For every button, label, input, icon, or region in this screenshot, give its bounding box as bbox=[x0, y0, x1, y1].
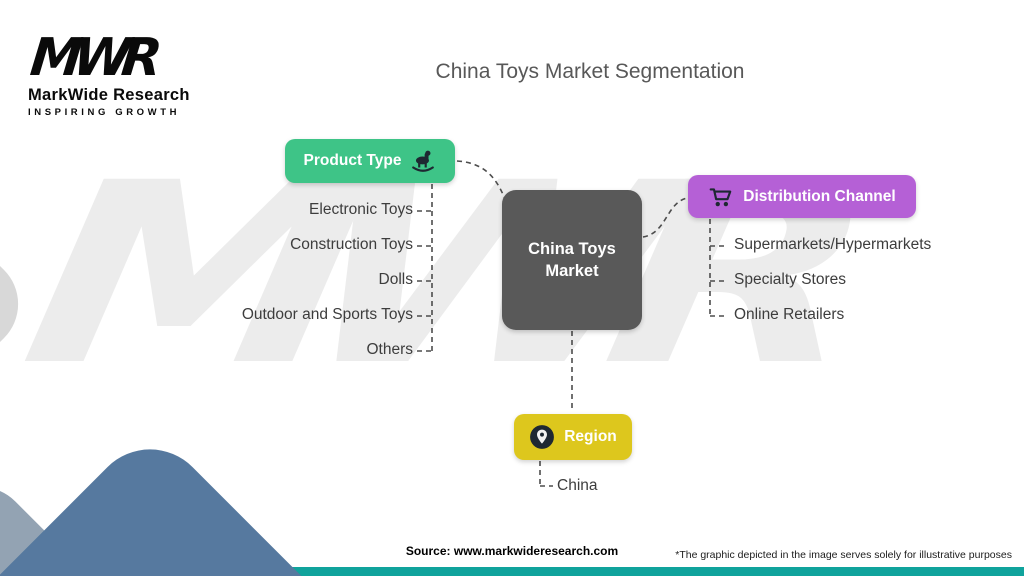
distribution-channel-item: Online Retailers bbox=[734, 306, 845, 323]
page-title: China Toys Market Segmentation bbox=[435, 60, 745, 83]
left-edge-diamond-shape bbox=[0, 106, 38, 502]
distribution-channel-item: Supermarkets/Hypermarkets bbox=[734, 236, 932, 253]
center-node-line2: Market bbox=[545, 262, 599, 280]
rocking-horse-icon bbox=[410, 148, 436, 174]
corner-blue-shape bbox=[0, 424, 391, 576]
distribution-channel-button[interactable]: Distribution Channel bbox=[688, 175, 916, 218]
product-type-item: Others bbox=[366, 341, 413, 358]
region-label: Region bbox=[564, 428, 617, 445]
mwr-monogram: MWR bbox=[27, 28, 156, 88]
product-type-item: Construction Toys bbox=[290, 236, 413, 253]
source-text: Source: www.markwideresearch.com bbox=[405, 544, 619, 558]
center-node-line1: China Toys bbox=[528, 239, 616, 258]
shopping-cart-icon bbox=[708, 184, 734, 210]
disclaimer-text: *The graphic depicted in the image serve… bbox=[675, 549, 1012, 561]
product-type-label: Product Type bbox=[303, 152, 402, 169]
region-button[interactable]: Region bbox=[514, 414, 632, 460]
markwide-research-logo: MWR MarkWide Research INSPIRING GROWTH bbox=[28, 28, 190, 119]
product-type-item: Outdoor and Sports Toys bbox=[241, 306, 413, 323]
region-item: China bbox=[557, 477, 598, 494]
product-type-item: Dolls bbox=[378, 271, 413, 288]
logo-name: MarkWide Research bbox=[28, 86, 190, 105]
product-type-button[interactable]: Product Type bbox=[285, 139, 455, 183]
distribution-channel-item: Specialty Stores bbox=[734, 271, 846, 288]
center-node-china-toys-market: China Toys Market bbox=[502, 190, 642, 330]
logo-tagline: INSPIRING GROWTH bbox=[28, 107, 181, 119]
location-pin-icon bbox=[529, 424, 555, 450]
product-type-item: Electronic Toys bbox=[309, 201, 413, 218]
bottom-teal-bar bbox=[230, 567, 1024, 576]
distribution-channel-label: Distribution Channel bbox=[743, 187, 896, 205]
